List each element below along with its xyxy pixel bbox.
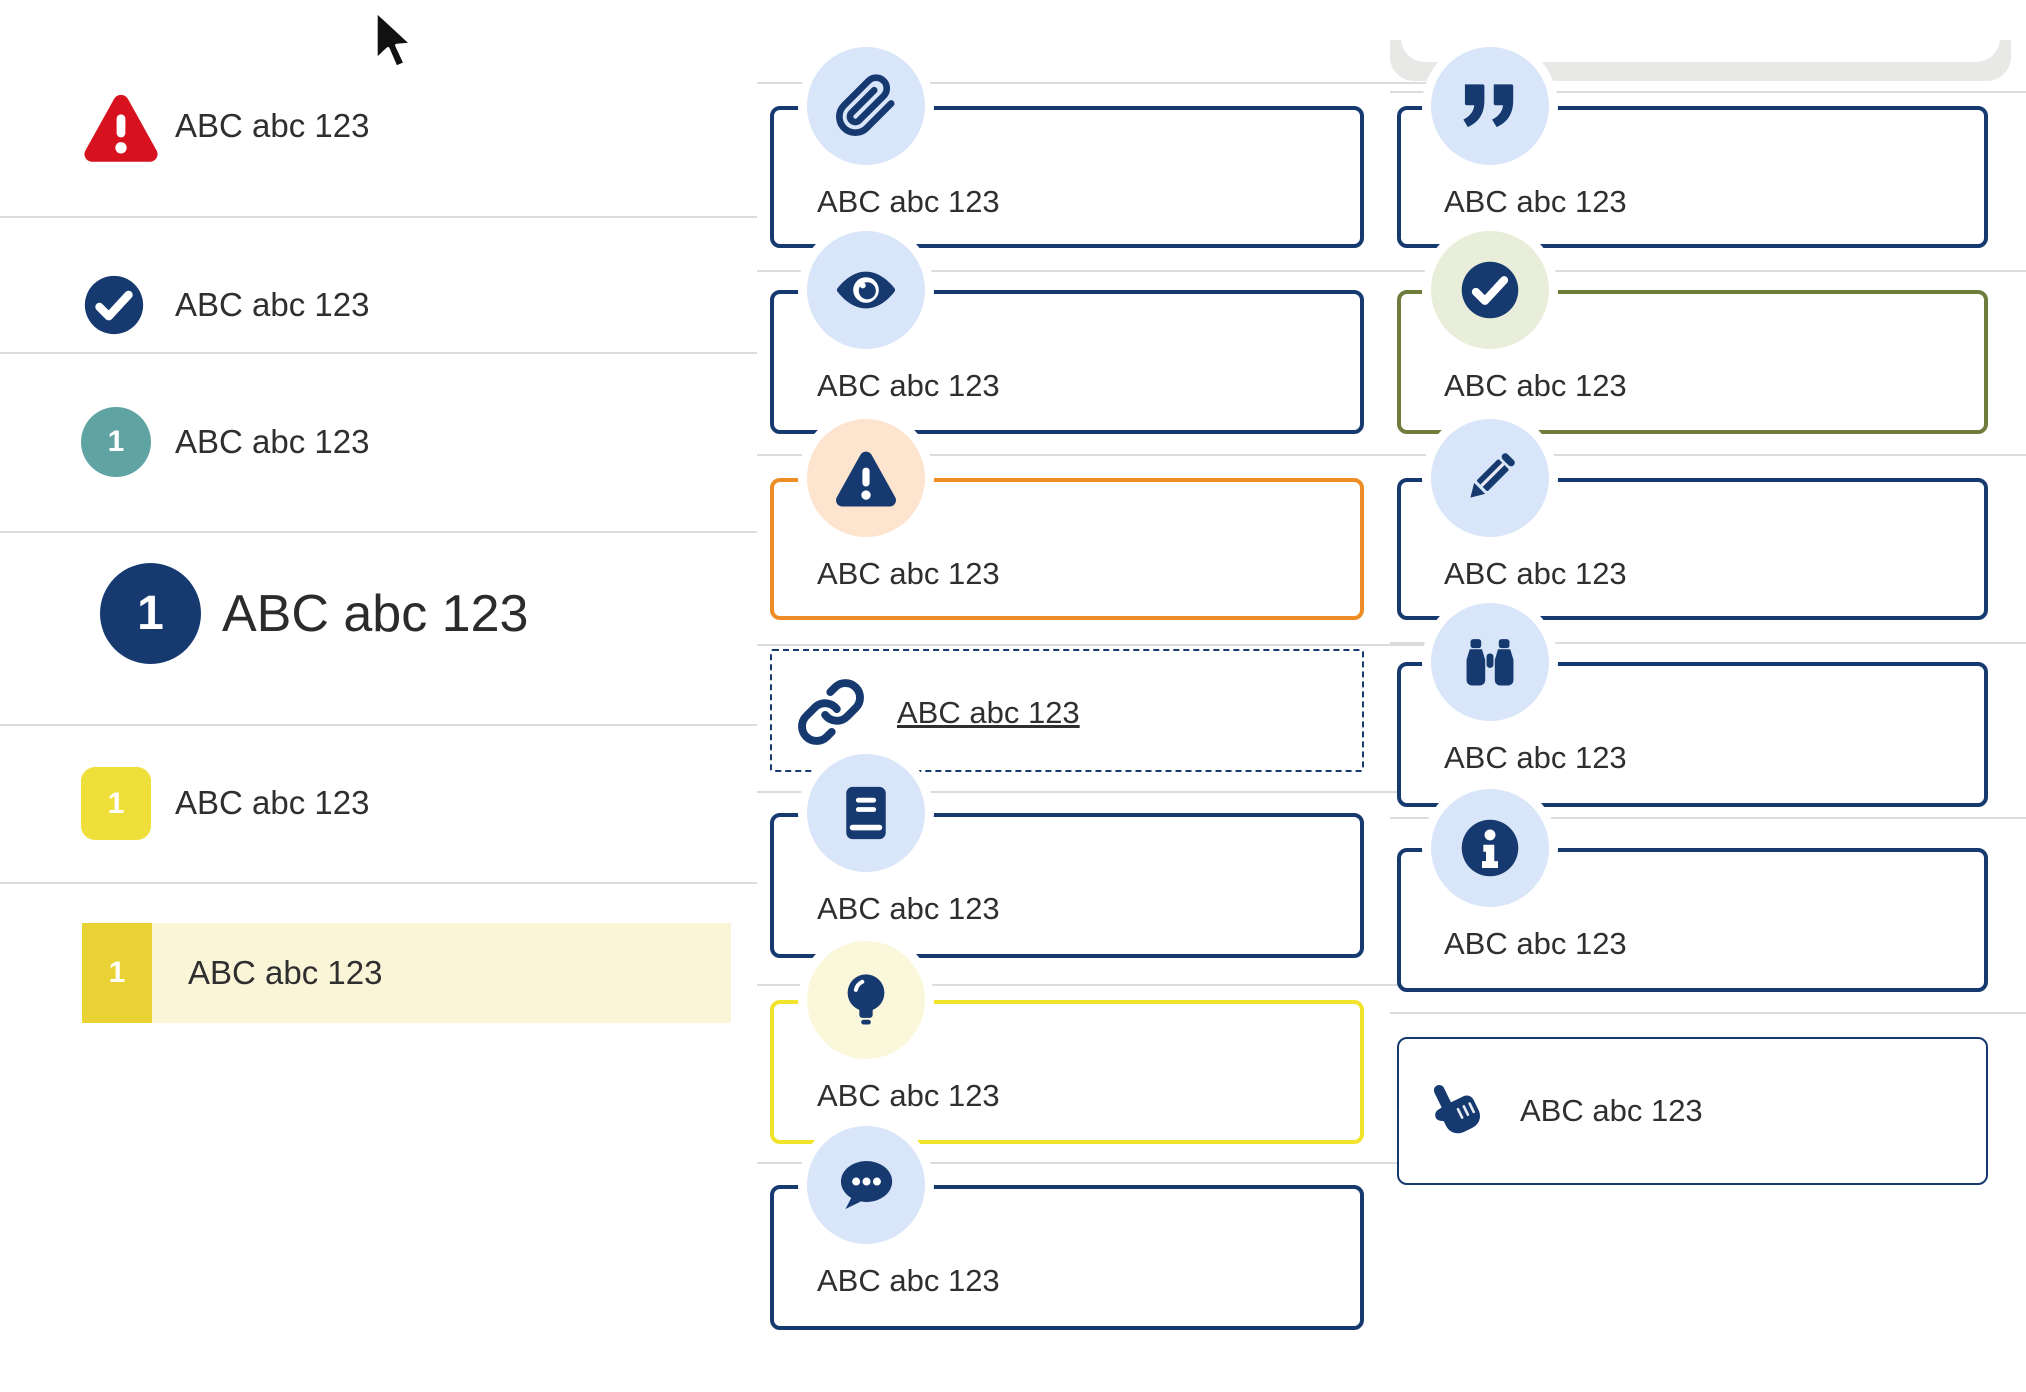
divider: [1390, 91, 2026, 93]
callout-link[interactable]: ABC abc 123: [770, 649, 1364, 772]
divider: [1427, 270, 2026, 272]
mouse-cursor-icon: [370, 8, 418, 78]
alert-triangle-icon: [807, 419, 925, 537]
paperclip-icon: [807, 47, 925, 165]
divider: [0, 216, 757, 218]
callout-label: ABC abc 123: [817, 891, 1000, 926]
badge-number: 1: [107, 425, 125, 458]
highlighted-row-background: [82, 923, 731, 1023]
divider: [1390, 642, 2026, 644]
list-item-label: ABC abc 123: [175, 286, 370, 323]
divider: [1427, 454, 2026, 456]
callout-label: ABC abc 123: [1444, 556, 1627, 591]
divider: [0, 882, 757, 884]
quote-icon: [1431, 47, 1549, 165]
eye-icon: [807, 231, 925, 349]
link-icon: [796, 677, 866, 747]
callout-label: ABC abc 123: [817, 184, 1000, 219]
info-icon: [1431, 789, 1549, 907]
numbered-badge-yellow-square: 1: [81, 767, 151, 840]
numbered-badge-teal: 1: [81, 407, 151, 477]
badge-number: 1: [137, 587, 164, 640]
callout-label: ABC abc 123: [1520, 1093, 1703, 1128]
link-label[interactable]: ABC abc 123: [897, 695, 1080, 730]
pencil-icon: [1431, 419, 1549, 537]
alert-triangle-icon: [80, 88, 162, 166]
numbered-badge-yellow-bar: 1: [82, 923, 152, 1023]
divider: [757, 82, 1427, 84]
divider: [757, 454, 1427, 456]
divider: [1390, 817, 2026, 819]
callout-label: ABC abc 123: [817, 368, 1000, 403]
callout-explore: ABC abc 123: [1397, 662, 1988, 807]
badge-number: 1: [108, 956, 126, 989]
callout-label: ABC abc 123: [1444, 926, 1627, 961]
callout-label: ABC abc 123: [817, 1078, 1000, 1113]
divider: [757, 1162, 1427, 1164]
callout-label: ABC abc 123: [1444, 184, 1627, 219]
hand-pointer-icon: [1421, 1080, 1483, 1142]
badge-number: 1: [107, 786, 125, 820]
check-circle-icon: [81, 272, 147, 338]
divider: [0, 352, 757, 354]
callout-label: ABC abc 123: [817, 556, 1000, 591]
divider: [0, 724, 757, 726]
book-icon: [807, 754, 925, 872]
binoculars-icon: [1431, 603, 1549, 721]
list-item-label: ABC abc 123: [175, 107, 370, 144]
numbered-badge-navy-large: 1: [100, 563, 201, 664]
divider: [757, 984, 1427, 986]
list-item-label: ABC abc 123: [175, 784, 370, 821]
callout-label: ABC abc 123: [1444, 740, 1627, 775]
divider: [757, 644, 1427, 646]
divider: [1390, 1012, 2026, 1014]
callout-action: ABC abc 123: [1397, 1037, 1988, 1185]
divider: [0, 531, 757, 533]
callout-label: ABC abc 123: [1444, 368, 1627, 403]
chat-bubble-icon: [807, 1126, 925, 1244]
divider: [757, 270, 1427, 272]
divider: [757, 791, 1427, 793]
list-item-label: ABC abc 123: [175, 423, 370, 460]
check-circle-icon: [1431, 231, 1549, 349]
callout-label: ABC abc 123: [817, 1263, 1000, 1298]
list-item-label: ABC abc 123: [222, 585, 529, 643]
list-item-label: ABC abc 123: [188, 954, 383, 991]
lightbulb-icon: [807, 941, 925, 1059]
callout-attachment: ABC abc 123: [770, 106, 1364, 248]
